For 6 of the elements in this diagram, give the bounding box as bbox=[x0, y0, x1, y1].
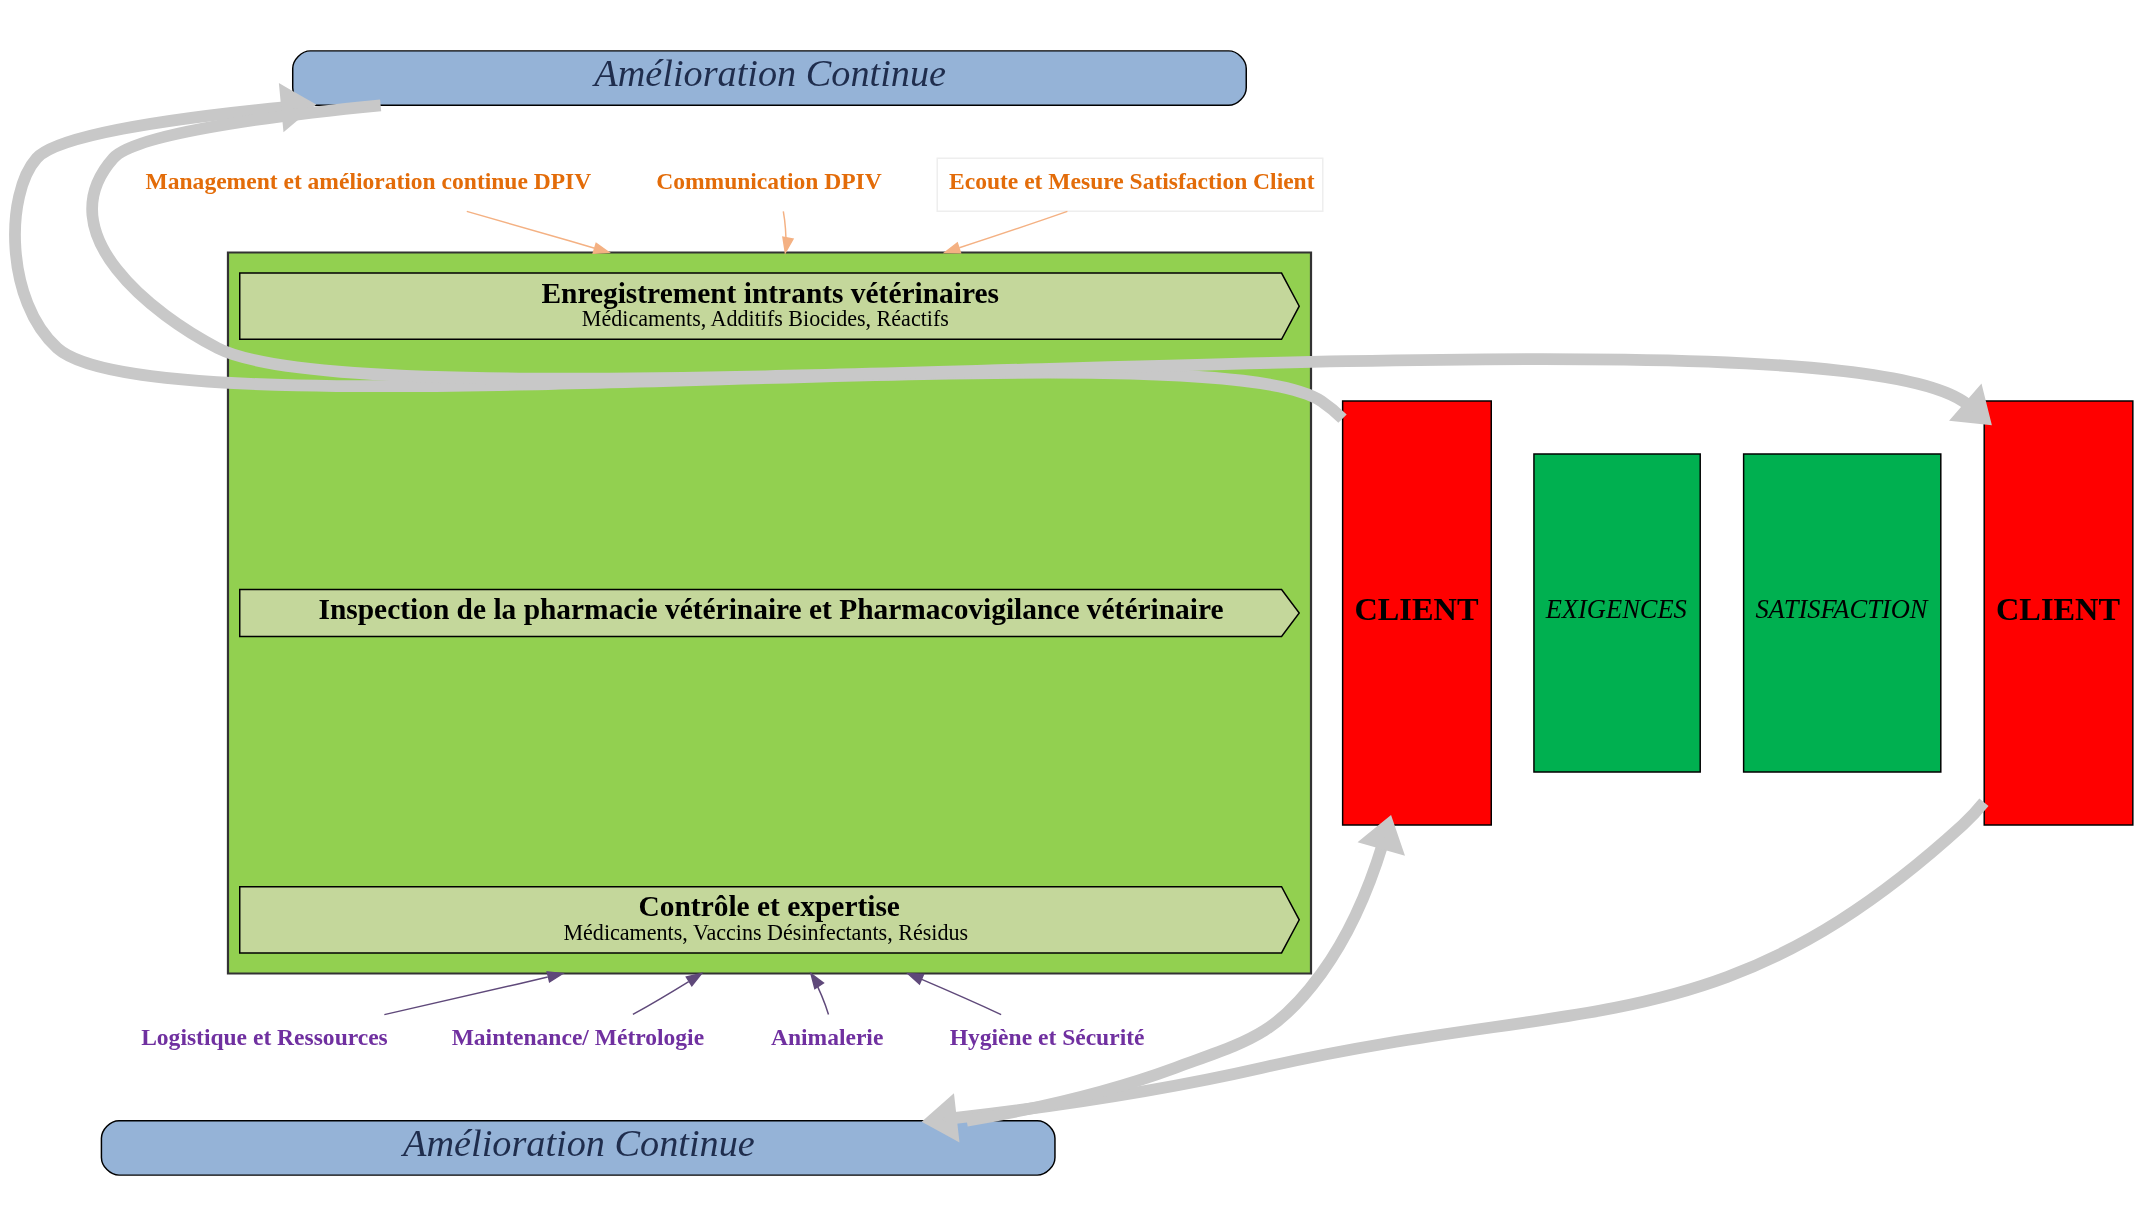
node-text: Management et amélioration continue DPIV bbox=[145, 167, 592, 194]
node-text: Logistique et Ressources bbox=[141, 1024, 388, 1051]
node-text: Animalerie bbox=[770, 1024, 884, 1051]
node-text: Maintenance/ Métrologie bbox=[451, 1024, 705, 1051]
node-text: Communication DPIV bbox=[656, 167, 882, 194]
node-text: Hygiène et Sécurité bbox=[949, 1024, 1145, 1051]
